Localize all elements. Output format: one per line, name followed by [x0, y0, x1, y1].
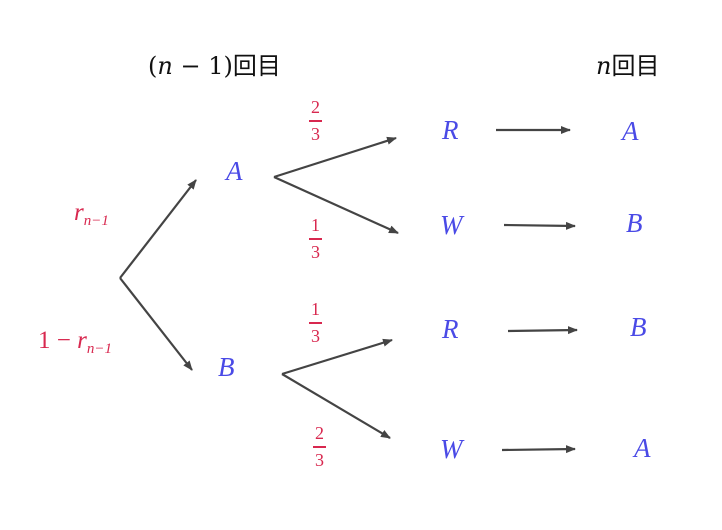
prob-b-to-r-num: 1 [311, 299, 320, 319]
node-out-3: B [630, 312, 647, 342]
fraction-bar [309, 238, 322, 240]
prob-root-up: rn−1 [74, 200, 109, 229]
header-prev-n: n [157, 52, 173, 80]
edge-root-to-a [119, 179, 197, 279]
node-r-bottom: R [442, 314, 459, 344]
prob-root-down-var: r [77, 327, 87, 354]
header-cur-n: n [596, 52, 612, 80]
prob-a-to-w-num: 1 [311, 215, 320, 235]
prob-root-down-prefix: 1 − [38, 327, 78, 354]
node-out-1: A [622, 116, 639, 146]
header-previous-round: (n − 1)回目 [148, 54, 281, 78]
node-out-2: B [626, 208, 643, 238]
header-cur-kanji: 回目 [611, 52, 660, 80]
node-r-top: R [442, 115, 459, 145]
edge-w-top-to-out [503, 221, 576, 230]
edge-root-to-b [119, 277, 193, 371]
fraction-bar [309, 322, 322, 324]
node-a-middle: A [226, 156, 243, 186]
prob-b-to-w-den: 3 [315, 449, 324, 470]
prob-root-up-var: r [74, 199, 84, 226]
edge-a-to-w [273, 175, 399, 235]
edge-a-to-r [273, 136, 397, 179]
prob-b-to-r-den: 3 [311, 325, 320, 346]
edge-b-to-r [281, 338, 393, 376]
header-prev-paren: ( [148, 52, 158, 80]
fraction-bar [309, 120, 322, 122]
node-out-4: A [634, 433, 651, 463]
prob-root-down: 1 − rn−1 [38, 328, 112, 357]
prob-b-to-w-num: 2 [315, 423, 324, 443]
edge-b-to-w [281, 373, 391, 439]
edge-w-bot-to-out [501, 445, 576, 454]
fraction-bar [313, 446, 326, 448]
header-prev-kanji: 回目 [232, 52, 281, 80]
prob-a-to-r-num: 2 [311, 97, 320, 117]
node-w-bottom: W [440, 434, 463, 464]
node-w-top: W [440, 210, 463, 240]
edge-r-bot-to-out [507, 326, 578, 335]
prob-a-to-w-den: 3 [311, 241, 320, 262]
header-prev-minus: − 1) [172, 52, 233, 80]
prob-root-up-sub: n−1 [83, 213, 109, 229]
prob-a-to-r-den: 3 [311, 123, 320, 144]
node-b-middle: B [218, 352, 235, 382]
header-current-round: n回目 [596, 54, 659, 78]
prob-root-down-sub: n−1 [86, 341, 112, 357]
